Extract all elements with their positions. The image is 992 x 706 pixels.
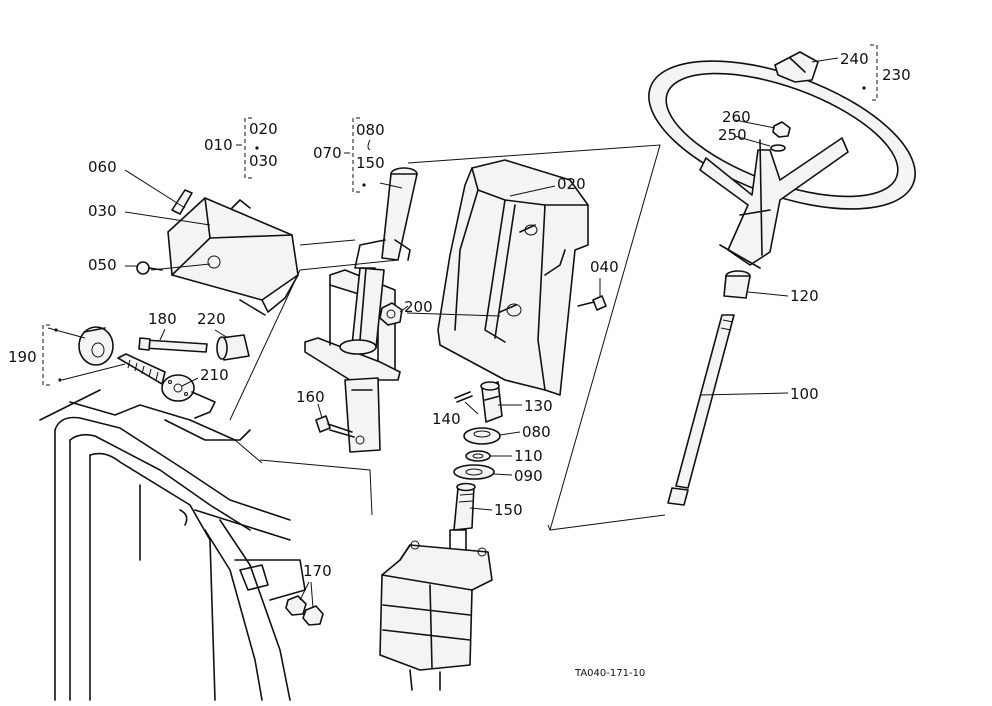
label-080: 080 xyxy=(522,423,551,441)
shaft-100 xyxy=(667,314,735,506)
label-030-group: 030 xyxy=(249,152,278,170)
label-090: 090 xyxy=(514,467,543,485)
nuts-170 xyxy=(285,595,324,626)
screw-050 xyxy=(136,261,163,275)
label-240: 240 xyxy=(840,50,869,68)
pin-140 xyxy=(454,391,473,403)
hub-120 xyxy=(723,270,751,299)
outline-panel xyxy=(229,239,399,516)
label-100: 100 xyxy=(790,385,819,403)
label-140: 140 xyxy=(432,410,461,428)
label-070: 070 xyxy=(313,144,342,162)
label-150-group: 150 xyxy=(356,154,385,172)
label-020: 020 xyxy=(557,175,586,193)
outline-shaft-frame xyxy=(407,144,666,531)
cover-020 xyxy=(437,159,589,396)
label-080-group: 080 xyxy=(356,121,385,139)
washer-250 xyxy=(770,144,786,152)
screw-040 xyxy=(577,295,607,311)
label-120: 120 xyxy=(790,287,819,305)
label-260: 260 xyxy=(722,108,751,126)
center-cap-240 xyxy=(774,51,819,83)
label-020-group: 020 xyxy=(249,120,278,138)
label-030: 030 xyxy=(88,202,117,220)
nut-260 xyxy=(772,121,791,138)
coupling-150 xyxy=(453,482,476,531)
washer-090 xyxy=(453,464,495,480)
figure-code: TA040-171-10 xyxy=(574,668,645,679)
label-190: 190 xyxy=(8,348,37,366)
label-210: 210 xyxy=(200,366,229,384)
clip-060 xyxy=(171,189,193,215)
label-010: 010 xyxy=(204,136,233,154)
label-110: 110 xyxy=(514,447,543,465)
spring-bolt-190 xyxy=(117,353,166,385)
column-070 xyxy=(339,167,418,355)
label-130: 130 xyxy=(524,397,553,415)
part-labels: 010 020 030 060 030 050 070 080 150 020 … xyxy=(8,50,911,679)
label-250: 250 xyxy=(718,126,747,144)
label-060: 060 xyxy=(88,158,117,176)
label-230: 230 xyxy=(882,66,911,84)
label-180: 180 xyxy=(148,310,177,328)
label-050: 050 xyxy=(88,256,117,274)
label-200: 200 xyxy=(404,298,433,316)
label-160: 160 xyxy=(296,388,325,406)
leader-lines xyxy=(47,57,839,609)
ring-110 xyxy=(465,450,491,462)
knob-190 xyxy=(78,326,114,366)
steering-unit xyxy=(379,529,493,691)
bolt-160 xyxy=(315,415,355,438)
group-brackets xyxy=(42,44,878,386)
cab-frame xyxy=(39,389,306,701)
cover-030 xyxy=(167,197,299,316)
plate-210 xyxy=(161,374,216,419)
label-170: 170 xyxy=(303,562,332,580)
yoke-130 xyxy=(480,381,503,423)
nut-200 xyxy=(379,302,403,326)
cap-220 xyxy=(216,334,250,361)
rod-180 xyxy=(138,337,208,353)
label-040: 040 xyxy=(590,258,619,276)
label-220: 220 xyxy=(197,310,226,328)
label-150: 150 xyxy=(494,501,523,519)
bearing-080 xyxy=(463,427,501,445)
